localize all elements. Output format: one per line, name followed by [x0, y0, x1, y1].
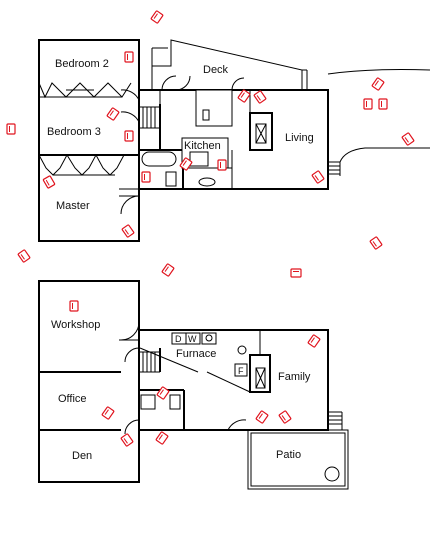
outlet-marker-icon	[156, 386, 170, 400]
outlet-marker-icon	[255, 410, 269, 424]
door-swing-bed3	[120, 111, 140, 123]
outlet-marker-icon	[179, 157, 193, 171]
outlet-marker-icon	[363, 98, 373, 110]
outlet-marker-icon	[253, 90, 267, 104]
outlet-marker-icon	[290, 268, 302, 278]
door-swing-workshop	[120, 321, 140, 341]
outlet-marker-icon	[69, 300, 79, 312]
closet-zigzag-upper	[38, 82, 132, 99]
kitchen-fixtures	[159, 89, 233, 169]
outlet-marker-icon	[101, 406, 115, 420]
sink-icon	[198, 177, 216, 187]
outlet-marker-icon	[150, 10, 164, 24]
lower-floor: D W F Workshop	[38, 280, 349, 490]
upper-floor: Bedroom 2 Bedroom 3 Master Kitchen Deck …	[38, 39, 431, 242]
water-heater-icon	[201, 332, 217, 345]
upper-bathroom	[139, 149, 233, 189]
laundry: D W	[171, 332, 217, 345]
outlet-marker-icon	[42, 175, 56, 189]
furnace-box-icon	[234, 363, 248, 377]
outlet-marker-icon	[371, 77, 385, 91]
outlet-marker-icon	[307, 334, 321, 348]
toilet-icon	[165, 171, 177, 187]
grade-line-lower	[339, 147, 430, 163]
patio-label: Patio	[276, 449, 301, 461]
fireplace-icon	[249, 112, 273, 151]
family-fireplace: F	[206, 354, 271, 393]
outlet-marker-icon	[378, 98, 388, 110]
kitchen-label: Kitchen	[184, 140, 221, 152]
fridge-icon	[202, 109, 210, 121]
lower-stairs	[139, 347, 199, 373]
outlet-marker-icon	[121, 224, 135, 238]
lower-core-walls	[138, 329, 329, 431]
bathtub-icon	[141, 151, 177, 167]
furnace-label: Furnace	[176, 348, 216, 360]
lower-toilet-icon	[169, 394, 181, 410]
outlet-marker-icon	[120, 433, 134, 447]
outlet-markers	[6, 10, 415, 447]
living-fireplace	[249, 112, 273, 151]
bedroom3-label: Bedroom 3	[47, 126, 101, 138]
outlet-marker-icon	[311, 170, 325, 184]
door-swing-den	[124, 419, 140, 435]
outlet-marker-icon	[155, 431, 169, 445]
closet-zigzag-lower	[38, 153, 125, 176]
patio-outline	[247, 429, 349, 490]
door-swing-office	[124, 347, 140, 363]
washer-label: W	[188, 334, 197, 344]
door-swing-master	[120, 195, 140, 215]
outlet-marker-icon	[278, 410, 292, 424]
outlet-marker-icon	[141, 171, 151, 183]
outlet-marker-icon	[124, 51, 134, 63]
workshop-label: Workshop	[51, 319, 100, 331]
office-label: Office	[58, 393, 87, 405]
outlet-marker-icon	[106, 107, 120, 121]
master-label: Master	[56, 200, 90, 212]
outlet-marker-icon	[124, 130, 134, 142]
pantry-closet	[195, 89, 233, 127]
deck-outline	[151, 39, 308, 91]
outlet-marker-icon	[369, 236, 383, 250]
living-steps	[328, 161, 341, 176]
family-label: Family	[278, 371, 311, 383]
outlet-marker-icon	[161, 263, 175, 277]
furnace-unit-icon	[237, 345, 247, 355]
door-swing-patio	[227, 419, 247, 431]
family-steps	[328, 411, 343, 430]
family-fireplace-icon	[249, 354, 271, 393]
door-swing-bed2	[120, 89, 140, 101]
stove-icon	[189, 151, 209, 167]
outlet-marker-icon	[6, 123, 16, 135]
dryer-label: D	[175, 334, 182, 344]
patio-hot-tub-icon	[324, 466, 340, 482]
outlet-marker-icon	[237, 89, 251, 103]
core-walls	[138, 89, 329, 190]
upper-stairs	[139, 104, 161, 150]
den-label: Den	[72, 450, 92, 462]
outlet-marker-icon	[401, 132, 415, 146]
fireplace-f-label: F	[238, 366, 244, 376]
deck-label: Deck	[203, 64, 229, 76]
bedroom2-label: Bedroom 2	[55, 58, 109, 70]
lower-sink-icon	[140, 394, 156, 410]
outlet-marker-icon	[17, 249, 31, 263]
living-label: Living	[285, 132, 314, 144]
grade-line-upper	[327, 69, 431, 75]
outlet-marker-icon	[217, 159, 227, 171]
washer-icon	[185, 332, 201, 345]
